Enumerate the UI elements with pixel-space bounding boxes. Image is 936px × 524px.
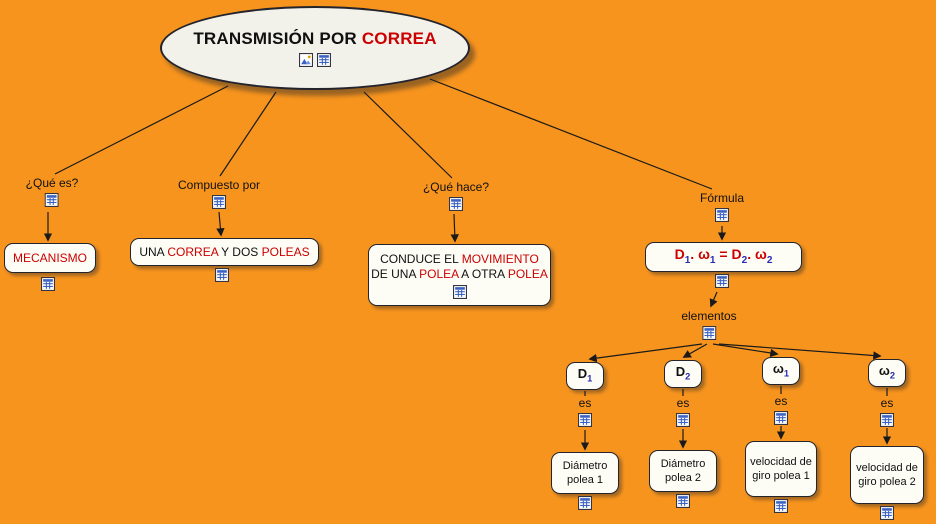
concept-conduce-movimiento[interactable]: CONDUCE EL MOVIMIENTO DE UNA POLEA A OTR… bbox=[368, 244, 551, 306]
link-label-text: es bbox=[676, 396, 690, 410]
image-resource-icon[interactable] bbox=[299, 53, 313, 67]
link-label-text: Compuesto por bbox=[177, 178, 261, 192]
link-label-que-hace[interactable]: ¿Qué hace? bbox=[423, 180, 489, 211]
grid-resource-icon[interactable] bbox=[452, 284, 467, 299]
concept-d2[interactable]: D2 bbox=[664, 360, 702, 388]
concept-text: Diámetro polea 1 bbox=[562, 459, 608, 486]
concept-text: D1. ω1 = D2. ω2 bbox=[674, 246, 773, 267]
concept-text: ω1 bbox=[772, 361, 790, 379]
grid-resource-icon[interactable] bbox=[578, 413, 592, 427]
link-label-formula[interactable]: Fórmula bbox=[700, 191, 744, 222]
root-title: TRANSMISIÓN POR CORREA bbox=[193, 29, 437, 48]
grid-resource-icon[interactable] bbox=[215, 268, 229, 282]
grid-resource-icon[interactable] bbox=[774, 499, 788, 513]
link-label-que-es[interactable]: ¿Qué es? bbox=[25, 176, 79, 207]
link-label-text: ¿Qué hace? bbox=[422, 180, 490, 194]
concept-text: velocidad de giro polea 1 bbox=[750, 455, 812, 482]
grid-resource-icon[interactable] bbox=[880, 506, 894, 520]
concept-text: CONDUCE EL MOVIMIENTO DE UNA POLEA A OTR… bbox=[371, 251, 548, 281]
grid-resource-icon[interactable] bbox=[715, 274, 729, 288]
root-resource-icons bbox=[299, 53, 331, 67]
concept-correa-y-poleas[interactable]: UNA CORREA Y DOS POLEAS bbox=[130, 238, 319, 266]
concept-velocidad-giro-polea-1[interactable]: velocidad de giro polea 1 bbox=[745, 441, 817, 497]
root-concept-transmision-por-correa[interactable]: TRANSMISIÓN POR CORREA bbox=[160, 6, 470, 90]
concept-text: velocidad de giro polea 2 bbox=[856, 461, 918, 488]
link-label-text: es bbox=[578, 396, 592, 410]
link-label-es-d2[interactable]: es bbox=[676, 396, 690, 427]
grid-resource-icon[interactable] bbox=[676, 494, 690, 508]
link-label-text: es bbox=[880, 396, 894, 410]
grid-resource-icon[interactable] bbox=[774, 411, 788, 425]
concept-w1[interactable]: ω1 bbox=[762, 357, 800, 385]
link-label-text: es bbox=[774, 394, 788, 408]
grid-resource-icon[interactable] bbox=[880, 413, 894, 427]
grid-resource-icon[interactable] bbox=[676, 413, 690, 427]
grid-resource-icon[interactable] bbox=[211, 195, 226, 209]
link-label-es-w1[interactable]: es bbox=[774, 394, 788, 425]
link-label-compuesto-por[interactable]: Compuesto por bbox=[178, 178, 260, 209]
concept-mecanismo[interactable]: MECANISMO bbox=[4, 243, 96, 273]
link-label-text: ¿Qué es? bbox=[25, 176, 79, 190]
grid-resource-icon[interactable] bbox=[44, 193, 59, 207]
link-label-text: elementos bbox=[681, 309, 737, 323]
grid-resource-icon[interactable] bbox=[317, 53, 331, 67]
concept-diametro-polea-2[interactable]: Diámetro polea 2 bbox=[649, 450, 717, 492]
concept-d1[interactable]: D1 bbox=[566, 362, 604, 390]
link-label-es-w2[interactable]: es bbox=[880, 396, 894, 427]
concept-w2[interactable]: ω2 bbox=[868, 359, 906, 387]
concept-text: ω2 bbox=[878, 363, 896, 381]
concept-text: Diámetro polea 2 bbox=[660, 457, 706, 484]
concept-text: MECANISMO bbox=[12, 250, 87, 265]
grid-resource-icon[interactable] bbox=[578, 496, 592, 510]
grid-resource-icon[interactable] bbox=[448, 197, 463, 211]
concept-text: D2 bbox=[675, 364, 691, 382]
link-label-elementos[interactable]: elementos bbox=[681, 309, 737, 340]
grid-resource-icon[interactable] bbox=[702, 326, 716, 340]
grid-resource-icon[interactable] bbox=[41, 277, 55, 291]
link-label-es-d1[interactable]: es bbox=[578, 396, 592, 427]
link-label-text: Fórmula bbox=[699, 191, 745, 205]
concept-diametro-polea-1[interactable]: Diámetro polea 1 bbox=[551, 452, 619, 494]
concept-formula-expresion[interactable]: D1. ω1 = D2. ω2 bbox=[645, 242, 802, 272]
concept-text: UNA CORREA Y DOS POLEAS bbox=[139, 244, 310, 259]
concept-velocidad-giro-polea-2[interactable]: velocidad de giro polea 2 bbox=[850, 446, 924, 504]
concept-text: D1 bbox=[577, 366, 593, 384]
grid-resource-icon[interactable] bbox=[714, 208, 729, 222]
